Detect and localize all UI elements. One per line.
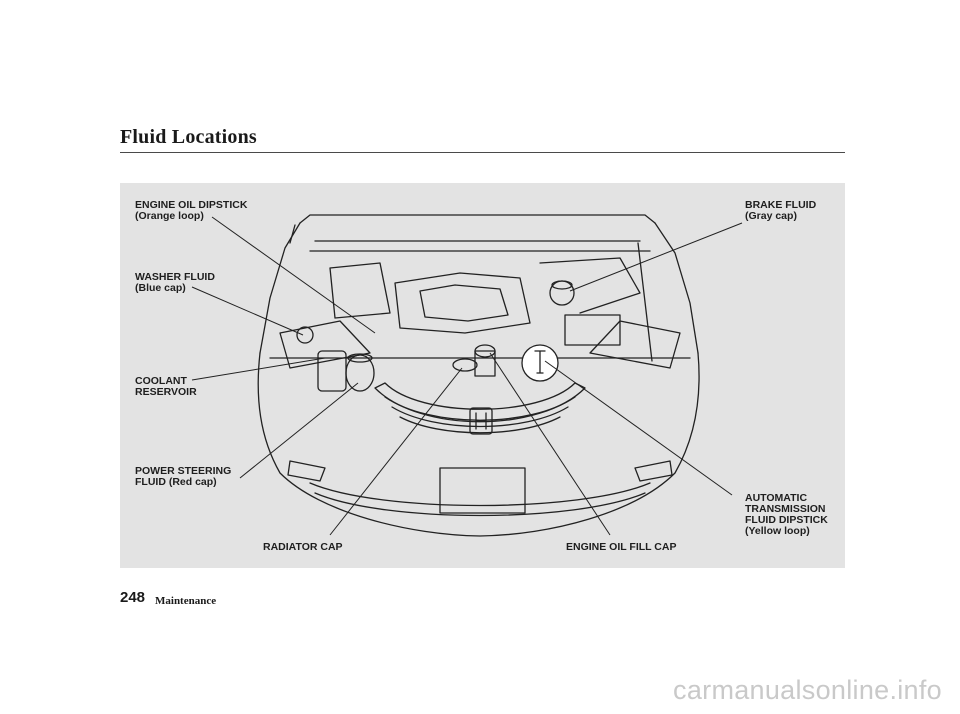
label-coolant-reservoir: COOLANT RESERVOIR (135, 376, 197, 398)
grille (374, 382, 586, 423)
leader-atf-dipstick (544, 360, 733, 496)
label-atf-dipstick-line1: AUTOMATIC (745, 492, 808, 504)
label-atf-dipstick: AUTOMATIC TRANSMISSION FLUID DIPSTICK (Y… (745, 493, 828, 537)
label-radiator-cap: RADIATOR CAP (263, 542, 343, 553)
leader-engine-oil-dipstick (211, 216, 376, 334)
label-washer-fluid: WASHER FLUID (Blue cap) (135, 272, 215, 294)
honda-emblem (469, 407, 493, 435)
label-washer-fluid-line2: (Blue cap) (135, 282, 186, 294)
label-engine-oil-dipstick: ENGINE OIL DIPSTICK (Orange loop) (135, 200, 247, 222)
leader-oil-fill-cap (489, 352, 611, 536)
washer-fluid-cap (296, 326, 314, 344)
engine-cover (394, 272, 531, 334)
label-radiator-cap-line1: RADIATOR CAP (263, 541, 343, 553)
label-engine-oil-fill-cap: ENGINE OIL FILL CAP (566, 542, 676, 553)
page-number: 248 (120, 589, 146, 606)
section-name: Maintenance (155, 595, 217, 607)
leader-coolant (191, 357, 326, 381)
label-atf-dipstick-line4: (Yellow loop) (745, 525, 810, 537)
radiator-cap (452, 358, 478, 372)
label-brake-fluid-line1: BRAKE FLUID (745, 199, 817, 211)
label-coolant-reservoir-line2: RESERVOIR (135, 386, 197, 398)
atf-dipstick (534, 350, 546, 374)
left-headlight (279, 320, 371, 369)
label-engine-oil-dipstick-line2: (Orange loop) (135, 210, 204, 222)
leader-power-steering (239, 382, 359, 479)
label-brake-fluid-line2: (Gray cap) (745, 210, 797, 222)
engine-bay-illustration-panel: ENGINE OIL DIPSTICK (Orange loop) WASHER… (120, 183, 845, 568)
front-body-outline (257, 352, 700, 537)
license-plate-area (439, 467, 526, 514)
coolant-reservoir-tank (317, 350, 347, 392)
right-headlight (589, 320, 681, 369)
leader-brake-fluid (569, 222, 743, 292)
watermark: carmanualsonline.info (673, 675, 942, 705)
hood-outline (299, 214, 656, 224)
leader-washer-fluid (191, 286, 304, 336)
label-engine-oil-fill-cap-line1: ENGINE OIL FILL CAP (566, 541, 677, 553)
label-power-steering-fluid: POWER STEERING FLUID (Red cap) (135, 466, 231, 488)
brake-fluid-reservoir (549, 280, 575, 306)
label-engine-oil-dipstick-line1: ENGINE OIL DIPSTICK (135, 199, 248, 211)
label-brake-fluid: BRAKE FLUID (Gray cap) (745, 200, 816, 222)
page-title: Fluid Locations (120, 126, 257, 148)
lower-intake (309, 482, 651, 507)
battery (564, 314, 621, 346)
label-power-steering-line1: POWER STEERING (135, 465, 232, 477)
engine-bay-diagram (191, 214, 743, 537)
label-coolant-reservoir-line1: COOLANT (135, 375, 187, 387)
label-atf-dipstick-line3: FLUID DIPSTICK (745, 514, 828, 526)
label-power-steering-line2: FLUID (Red cap) (135, 476, 217, 488)
label-washer-fluid-line1: WASHER FLUID (135, 271, 215, 283)
label-atf-dipstick-line2: TRANSMISSION (745, 503, 826, 515)
leader-radiator-cap (329, 367, 463, 536)
title-divider (120, 152, 845, 153)
